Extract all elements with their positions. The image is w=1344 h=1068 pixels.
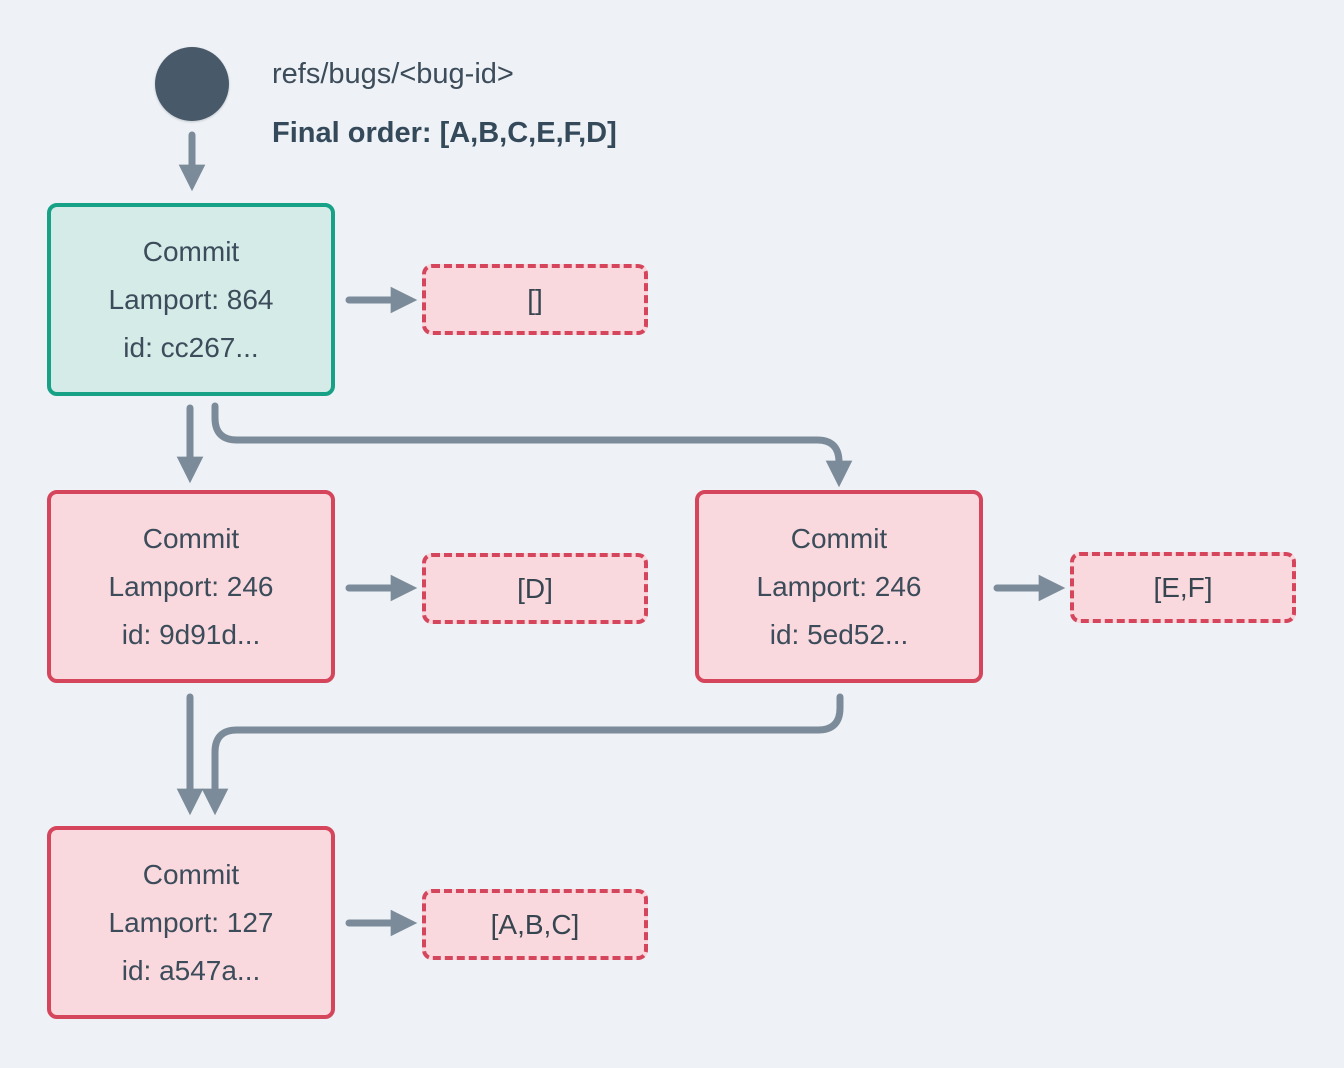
commit-node-right: Commit Lamport: 246 id: 5ed52... bbox=[695, 490, 983, 683]
commit-id: id: 5ed52... bbox=[769, 618, 909, 650]
operations-box-left: [D] bbox=[422, 553, 648, 624]
arrow-head-to-right-commit bbox=[211, 402, 853, 488]
commit-lamport: Lamport: 127 bbox=[108, 906, 274, 938]
commit-title: Commit bbox=[790, 522, 888, 554]
commit-lamport: Lamport: 246 bbox=[756, 570, 922, 602]
commit-id: id: 9d91d... bbox=[121, 618, 261, 650]
commit-node-left: Commit Lamport: 246 id: 9d91d... bbox=[47, 490, 335, 683]
commit-title: Commit bbox=[142, 522, 240, 554]
ref-name-label: refs/bugs/<bug-id> bbox=[272, 58, 514, 90]
operations-label: [] bbox=[527, 283, 543, 315]
commit-lamport: Lamport: 864 bbox=[108, 283, 274, 315]
arrow-right-to-bottom-commit bbox=[201, 693, 844, 816]
commit-title: Commit bbox=[142, 858, 240, 890]
ref-circle bbox=[155, 47, 229, 121]
commit-node-head: Commit Lamport: 864 id: cc267... bbox=[47, 203, 335, 396]
final-order-label: Final order: [A,B,C,E,F,D] bbox=[272, 117, 617, 149]
operations-box-right: [E,F] bbox=[1070, 552, 1296, 623]
commit-node-bottom: Commit Lamport: 127 id: a547a... bbox=[47, 826, 335, 1019]
commit-title: Commit bbox=[142, 235, 240, 267]
commit-id: id: a547a... bbox=[121, 954, 261, 986]
operations-label: [A,B,C] bbox=[490, 908, 580, 940]
commit-lamport: Lamport: 246 bbox=[108, 570, 274, 602]
operations-box-bottom: [A,B,C] bbox=[422, 889, 648, 960]
operations-box-head: [] bbox=[422, 264, 648, 335]
operations-label: [E,F] bbox=[1153, 571, 1213, 603]
operations-label: [D] bbox=[517, 572, 553, 604]
commit-id: id: cc267... bbox=[123, 331, 259, 363]
